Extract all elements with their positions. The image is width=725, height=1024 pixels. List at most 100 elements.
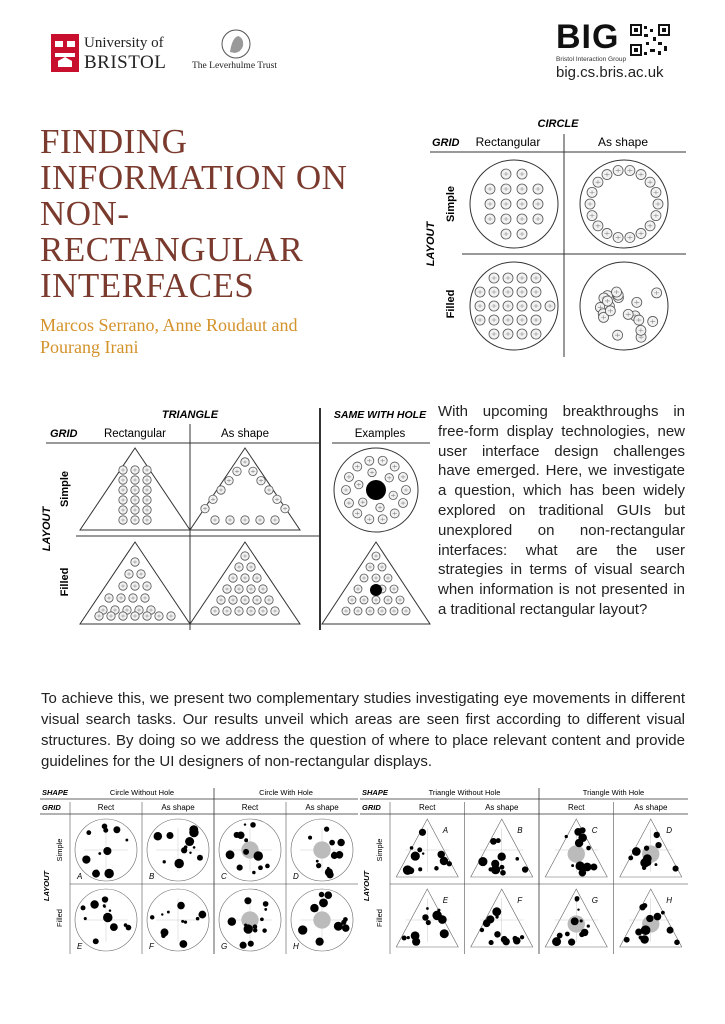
heatmap-fixation [582,862,592,872]
heatmap-fixation [568,938,576,946]
heatmap-fixation [552,937,562,947]
results-grid-label: GRID [362,803,381,812]
heatmap-fixation [236,864,243,871]
condition-letter: A [76,872,82,881]
heatmap-fixation [181,919,185,923]
target-glyph [491,318,497,322]
target-glyph [647,223,653,228]
bristol-logo: University of BRISTOL [50,33,190,75]
heatmap-fixation [161,913,164,916]
title-line: FINDING [40,122,188,161]
target-glyph [248,587,254,591]
heatmap-fixation [243,924,253,934]
heatmap-fixation [101,823,108,830]
target-glyph [362,576,366,580]
target-glyph [654,290,660,295]
triangle-conditions-figure: TRIANGLE GRID Rectangular As shape SAME … [41,408,431,630]
target-glyph [604,172,610,177]
target-glyph [505,304,511,308]
target-glyph [491,304,497,308]
results-col-label: As shape [305,803,339,812]
heatmap-fixation [432,910,442,921]
target-glyph [533,318,539,322]
heatmap-fixation [105,869,111,875]
target-glyph [266,488,272,492]
heatmap-fixation [642,902,648,909]
target-glyph [505,332,511,336]
target-glyph [230,576,236,580]
heatmap-hole [313,841,331,859]
target-glyph [391,493,396,497]
heatmap-fixation [195,916,200,921]
target-glyph [601,315,607,320]
target-glyph [386,598,390,602]
heatmap-fixation [646,914,654,923]
hole-sub-label: Examples [355,428,406,440]
author-line: Pourang Irani [40,337,139,357]
heatmap-fixation [556,932,563,939]
heatmap-fixation [183,920,188,924]
heatmap-fixation [409,846,414,850]
heatmap-fixation [579,919,583,923]
heatmap-fixation [189,851,192,854]
heatmap-fixation [113,826,121,834]
heatmap-fixation [410,931,420,941]
heatmap-fixation [674,939,680,946]
condition-letter: H [293,942,299,951]
summary-paragraph: To achieve this, we present two compleme… [41,690,685,770]
target-glyph [519,217,525,221]
heatmap-fixation [166,831,174,839]
triangle-row2-label: Filled [59,568,71,597]
target-glyph [615,168,621,173]
condition-letter: F [517,896,523,905]
target-glyph [136,608,142,612]
heatmap-fixation [417,847,423,853]
heatmap-fixation [494,931,501,938]
heatmap-fixation [499,864,505,870]
target-glyph [120,478,126,482]
target-glyph [227,518,233,522]
target-glyph [589,213,595,218]
heatmap-fixation [95,869,99,873]
results-row2-label: Filled [55,909,64,927]
circle-shape [579,261,669,351]
target-glyph [503,217,509,221]
target-glyph [380,565,384,569]
target-glyph [144,518,150,522]
circle-row2-label: Filled [445,290,457,319]
heatmap-fixation [644,859,652,867]
target-glyph [505,276,511,280]
heatmap-fixation [83,917,87,921]
target-glyph [380,458,385,463]
target-glyph [242,576,248,580]
condition-letter: F [149,942,155,951]
target-glyph [130,596,136,600]
heatmap-fixation [672,865,679,872]
heatmap-fixation [101,896,109,903]
target-glyph [132,478,138,482]
heatmap-fixation [108,909,112,912]
heatmap-fixation [243,823,247,826]
heatmap-fixation [641,865,647,871]
target-glyph [132,584,138,588]
heatmap-fixation [315,937,324,946]
heatmap-fixation [225,850,235,860]
target-glyph [355,511,360,516]
target-glyph [254,598,260,602]
target-glyph [218,488,224,492]
target-glyph [108,614,114,618]
heatmap-fixation [264,908,268,911]
target-glyph [236,565,242,569]
target-glyph [547,304,553,308]
target-glyph [142,596,148,600]
heatmap-fixation [495,915,499,919]
target-glyph [503,187,509,191]
target-glyph [491,332,497,336]
heatmap-fixation [500,935,508,943]
target-glyph [653,213,659,218]
heatmap-fixation [654,863,658,867]
heatmap-fixation [628,855,634,861]
heatmap-fixation [439,856,449,866]
target-glyph [272,609,278,613]
